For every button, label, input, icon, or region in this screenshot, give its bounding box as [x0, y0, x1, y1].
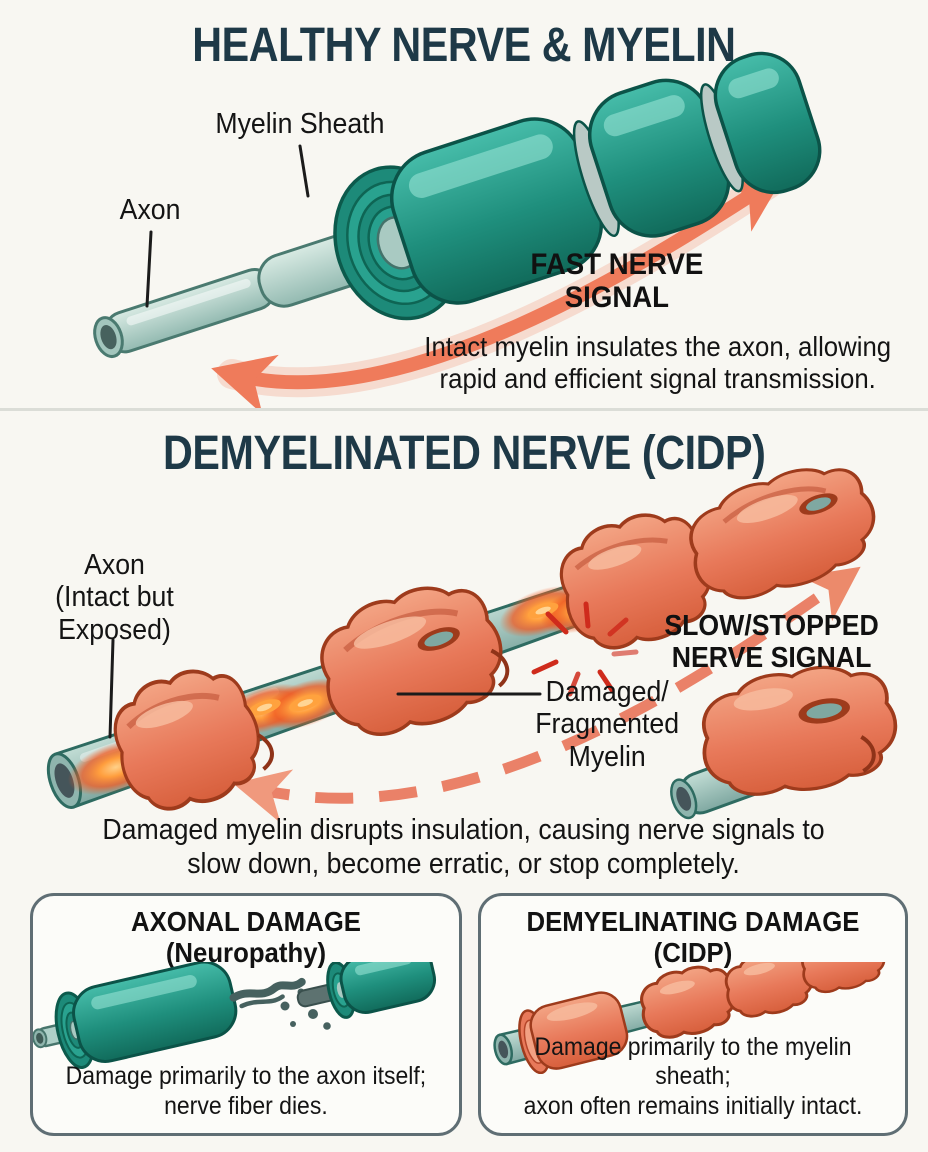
myelin-fragment-inset — [670, 653, 907, 820]
healthy-section-title: HEALTHY NERVE & MYELIN — [192, 19, 736, 72]
myelin-sheath-label: Myelin Sheath — [215, 108, 385, 140]
demyelinating-damage-box: DEMYELINATING DAMAGE (CIDP) Damage prima… — [478, 893, 908, 1136]
damaged-myelin-label: Damaged/ Fragmented Myelin — [535, 676, 679, 773]
slow-signal-label: SLOW/STOPPED NERVE SIGNAL — [664, 610, 880, 674]
demyelinating-damage-title: DEMYELINATING DAMAGE (CIDP) — [526, 906, 860, 969]
signal-break-spark — [531, 601, 639, 697]
demyelinated-section-title: DEMYELINATED NERVE (CIDP) — [162, 427, 766, 480]
axonal-damage-description: Damage primarily to the axon itself; ner… — [65, 1062, 427, 1120]
demyelinated-nerve-illustration — [46, 448, 907, 826]
axonal-damage-title: AXONAL DAMAGE (Neuropathy) — [131, 906, 361, 969]
healthy-nerve-illustration — [93, 51, 822, 410]
axonal-damage-illustration — [33, 962, 437, 1069]
fast-signal-label: FAST NERVE SIGNAL — [530, 248, 704, 314]
healthy-description: Intact myelin insulates the axon, allowi… — [424, 331, 892, 395]
demyelinating-damage-description: Damage primarily to the myelin sheath; a… — [523, 1032, 863, 1120]
axonal-damage-box: AXONAL DAMAGE (Neuropathy) — [30, 893, 462, 1136]
axon-leader-line — [145, 230, 153, 308]
demyelinated-nerve — [46, 448, 890, 826]
demyelinated-description: Damaged myelin disrupts insulation, caus… — [102, 814, 826, 880]
exposed-axon-label: Axon (Intact but Exposed) — [54, 549, 174, 646]
axon-label: Axon — [119, 194, 181, 226]
demyelinating-damage-illustration — [493, 962, 891, 1074]
healthy-nerve — [93, 51, 822, 359]
section-divider — [0, 408, 928, 411]
fast-signal-arrow — [211, 169, 787, 410]
slow-signal-dashed-arrow — [233, 566, 861, 823]
myelin-sheath-leader-line — [298, 144, 310, 198]
exposed-axon-leader-line — [108, 638, 115, 739]
